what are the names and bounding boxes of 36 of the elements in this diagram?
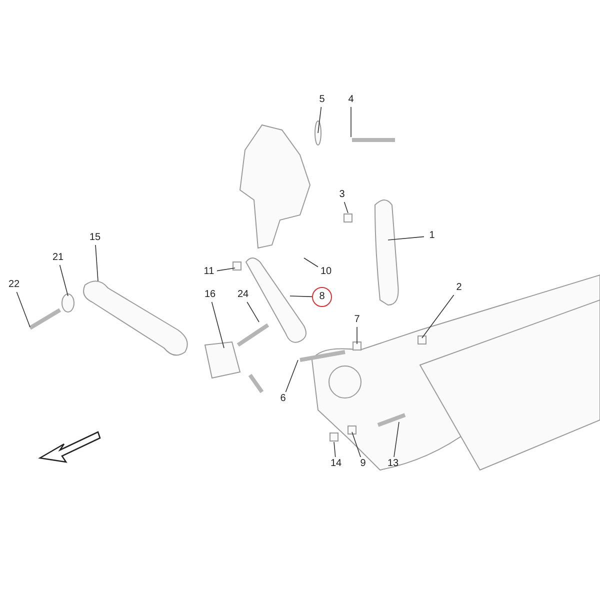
callout-number: 10 <box>318 265 334 279</box>
leader-line <box>304 258 318 268</box>
callout-number: 2 <box>451 281 467 295</box>
leader-line <box>344 202 348 214</box>
leader-line <box>422 294 454 338</box>
callout-number: 11 <box>201 265 217 279</box>
leader-line <box>334 442 336 458</box>
leader-line <box>290 296 312 298</box>
leader-line <box>394 422 400 458</box>
callout-number: 24 <box>235 288 251 302</box>
leader-line <box>350 106 352 138</box>
leader-line <box>95 244 98 282</box>
callout-number: 9 <box>355 457 371 471</box>
leader-line <box>352 432 361 458</box>
callout-number: 15 <box>87 231 103 245</box>
callout-number: 22 <box>6 278 22 292</box>
callout-number: 16 <box>202 288 218 302</box>
callout-number: 1 <box>424 229 440 243</box>
callout-number: 14 <box>328 457 344 471</box>
leader-line <box>211 302 224 348</box>
leader-line <box>388 236 424 240</box>
leader-line <box>285 360 298 392</box>
leader-line <box>356 326 358 344</box>
leader-line <box>318 106 322 134</box>
callout-number: 4 <box>343 93 359 107</box>
callout-number: 21 <box>50 251 66 265</box>
callout-number: 5 <box>314 93 330 107</box>
leader-line <box>216 268 236 272</box>
callout-number: 6 <box>275 392 291 406</box>
leader-line <box>246 302 260 322</box>
callout-number: 13 <box>385 457 401 471</box>
callout-number: 8 <box>312 287 332 307</box>
leader-line <box>59 264 68 296</box>
callout-number: 7 <box>349 313 365 327</box>
leader-line <box>16 292 30 328</box>
callout-number: 3 <box>334 188 350 202</box>
